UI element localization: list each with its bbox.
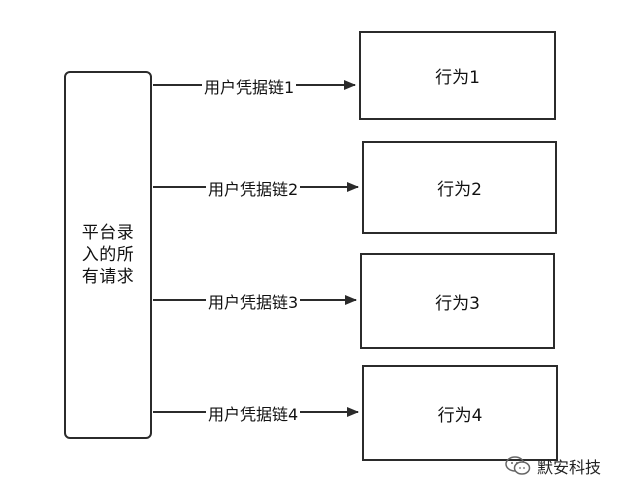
target-node-2-label: 行为2 bbox=[437, 180, 482, 200]
wechat-icon bbox=[505, 456, 531, 475]
target-node-2: 行为2 bbox=[362, 141, 557, 234]
source-node-label: 平台录入的所有请求 bbox=[81, 223, 135, 287]
target-node-3-label: 行为3 bbox=[435, 293, 480, 314]
edge-label-2: 用户凭据链2 bbox=[206, 176, 301, 200]
edge-label-3: 用户凭据链3 bbox=[206, 289, 301, 313]
watermark-text: 默安科技 bbox=[537, 458, 602, 477]
target-node-4: 行为4 bbox=[362, 365, 558, 461]
target-node-1: 行为1 bbox=[359, 31, 556, 120]
source-node: 平台录入的所有请求 bbox=[64, 71, 152, 439]
target-node-3: 行为3 bbox=[360, 253, 555, 349]
edge-label-1: 用户凭据链1 bbox=[202, 74, 297, 98]
target-node-1-label: 行为1 bbox=[435, 68, 480, 88]
watermark: 默安科技 bbox=[505, 454, 601, 478]
target-node-4-label: 行为4 bbox=[437, 405, 483, 426]
edge-label-4: 用户凭据链4 bbox=[206, 401, 301, 425]
